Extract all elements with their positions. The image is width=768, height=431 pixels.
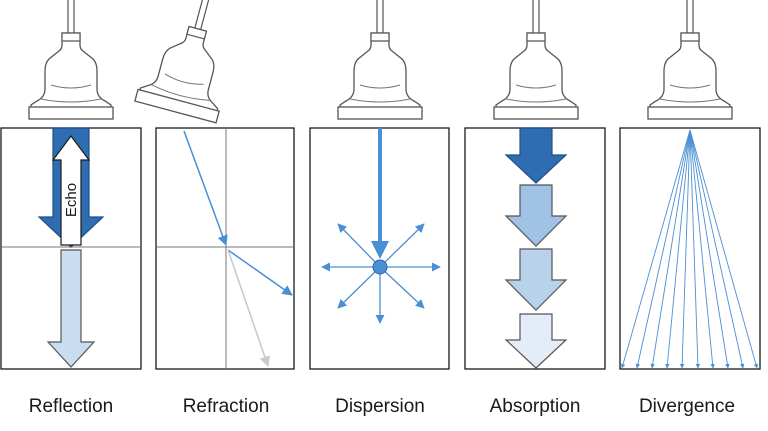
ultrasound-probe-icon [337,0,423,120]
ultrasound-probe-icon [493,0,579,120]
diverging-rays [620,129,759,369]
scatter-rays [321,223,441,324]
absorption-arrow-4 [504,313,568,369]
refracted-ray [227,249,293,296]
transmitted-beam-arrow [46,249,96,368]
caption-reflection: Reflection [28,396,114,417]
caption-dispersion: Dispersion [335,396,425,417]
absorption-arrow-1 [504,127,568,184]
panel-reflection: Echo [0,127,142,370]
caption-divergence: Divergence [638,396,736,417]
scatterer-dot [372,259,388,275]
incident-ray [183,130,228,246]
panel-refraction [155,127,295,370]
absorption-arrow-2 [504,184,568,247]
incident-arrowhead [371,241,389,259]
ultrasound-probe-icon [647,0,733,120]
original-path-ray [227,249,270,367]
echo-arrow [51,135,91,246]
panel-dispersion [309,127,450,370]
panel-divergence [619,127,761,370]
ultrasound-probe-icon [134,0,249,124]
ultrasound-probe-icon [28,0,114,120]
caption-refraction: Refraction [182,396,270,417]
echo-label: Echo [63,183,80,217]
panel-absorption [464,127,606,370]
caption-absorption: Absorption [489,396,581,417]
absorption-arrow-3 [504,248,568,311]
